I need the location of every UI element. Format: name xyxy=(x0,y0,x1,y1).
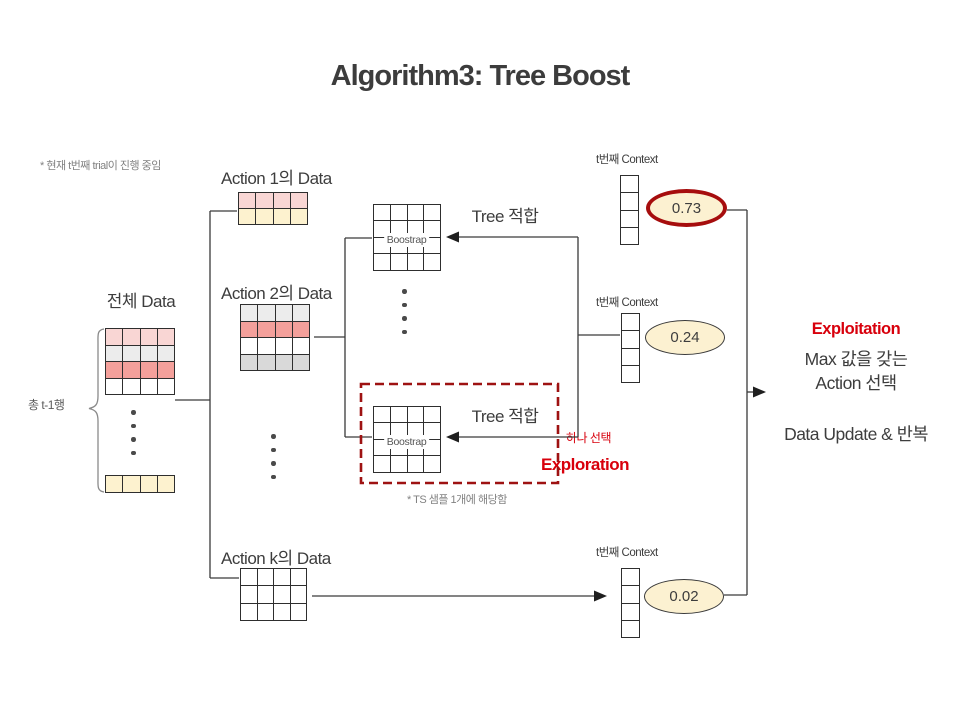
row-count-label: 총 t-1행 xyxy=(28,398,65,412)
context-label-mid: t번째 Context xyxy=(596,297,658,309)
actionk-grid xyxy=(240,568,307,621)
bootstrap-top-label: Boostrap xyxy=(383,232,430,247)
context-vector-mid xyxy=(621,313,640,384)
value-oval-mid: 0.24 xyxy=(645,320,725,355)
value-oval-top: 0.73 xyxy=(646,189,727,227)
bootstrap-bottom-box: Boostrap xyxy=(373,406,442,478)
bootstrap-top-box: Boostrap xyxy=(373,204,442,276)
exploration-label: Exploration xyxy=(541,455,630,474)
context-vector-bottom xyxy=(621,568,640,639)
row-count-brace xyxy=(88,328,105,493)
arrowhead-tree-fit-bottom xyxy=(446,431,459,443)
max-action-line2: Action 선택 xyxy=(815,372,897,393)
current-trial-note: * 현재 t번째 trial이 진행 중임 xyxy=(40,160,161,172)
full-data-last-row-grid xyxy=(105,475,176,493)
max-action-line1: Max 값을 갖는 xyxy=(804,349,908,369)
actionk-label: Action k의 Data xyxy=(221,549,331,568)
action2-label: Action 2의 Data xyxy=(221,284,332,303)
bootstrap-bottom-label: Boostrap xyxy=(383,434,430,449)
exploitation-label: Exploitation xyxy=(811,320,901,338)
bootstrap-ellipsis-dots xyxy=(402,289,407,334)
ts-sample-note: * TS 샘플 1개에 해당함 xyxy=(407,494,507,506)
full-data-label: 전체 Data xyxy=(106,292,176,311)
context-label-bottom: t번째 Context xyxy=(596,547,658,559)
tree-fit-bottom-label: Tree 적합 xyxy=(471,407,539,426)
arrowhead-tree-fit-top xyxy=(446,231,459,243)
result-text-block: Exploitation Max 값을 갖는 Action 선택 Data Up… xyxy=(762,320,950,446)
context-label-top: t번째 Context xyxy=(596,154,658,166)
context-vector-top xyxy=(620,175,639,246)
arrowhead-actionk-context xyxy=(594,590,607,602)
page-title: Algorithm3: Tree Boost xyxy=(330,60,631,92)
value-oval-bottom: 0.02 xyxy=(644,579,724,614)
tree-fit-top-label: Tree 적합 xyxy=(471,207,539,226)
action1-label: Action 1의 Data xyxy=(221,169,332,188)
full-data-ellipsis-dots xyxy=(131,410,136,455)
data-update-label: Data Update & 반복 xyxy=(784,424,928,445)
action1-grid xyxy=(238,192,309,225)
full-data-grid xyxy=(105,328,176,395)
action2-grid xyxy=(240,304,311,372)
actions-ellipsis-dots xyxy=(271,434,276,479)
pick-one-label: 하나 선택 xyxy=(566,431,612,445)
